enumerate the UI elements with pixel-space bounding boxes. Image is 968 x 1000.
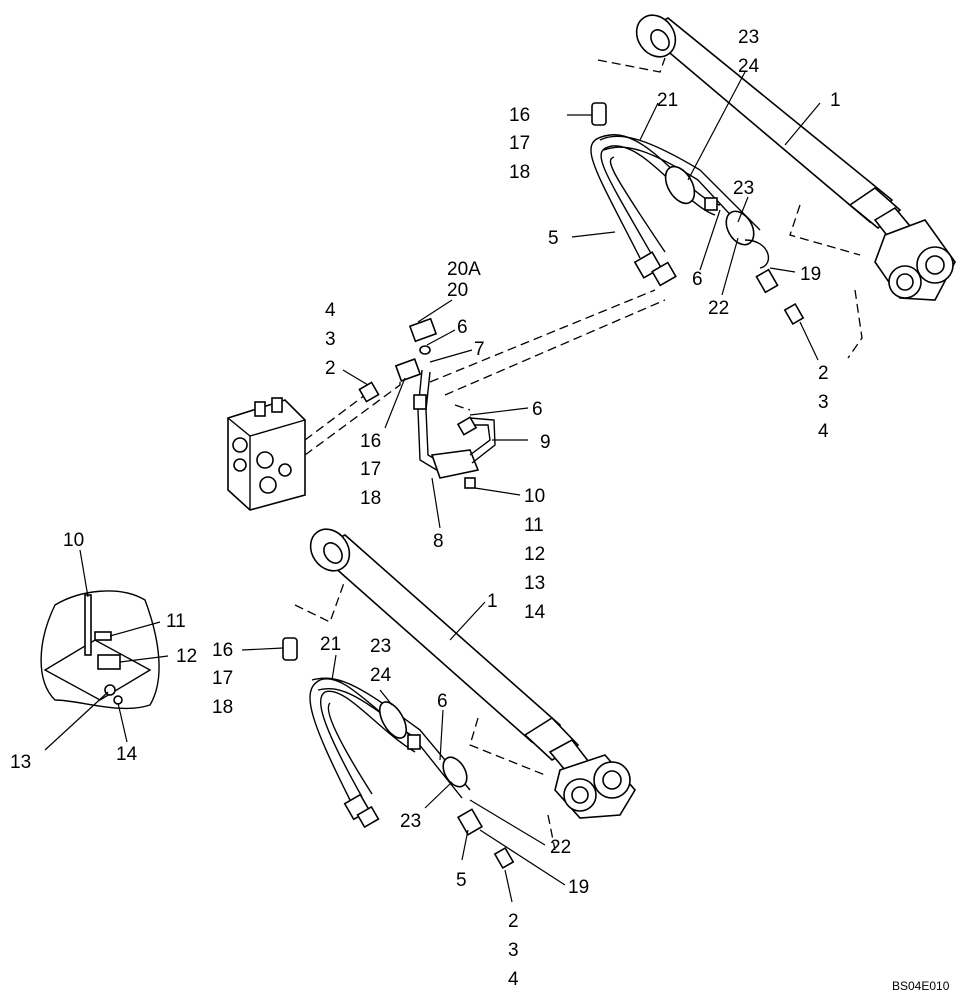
callout-22: 22 — [550, 837, 571, 858]
lower-clamp-23 — [442, 756, 468, 788]
callout-24: 24 — [370, 665, 392, 686]
callout-2: 2 — [508, 911, 519, 932]
callout-18: 18 — [212, 697, 233, 718]
mounting-rod-10 — [84, 594, 92, 656]
callout-17: 17 — [212, 668, 233, 689]
callout-18: 18 — [360, 488, 381, 509]
mid-elbow-20 — [408, 317, 438, 343]
callout-10: 10 — [63, 530, 84, 551]
callout-23: 23 — [738, 27, 759, 48]
callout-4: 4 — [818, 421, 829, 442]
lower-clamp-24 — [378, 701, 408, 739]
upper-fitting-2 — [783, 302, 805, 326]
mounting-detail — [40, 549, 169, 751]
mid-oring-6 — [419, 345, 431, 355]
mid-manifold-block — [430, 449, 480, 479]
callout-16: 16 — [212, 640, 233, 661]
callout-17: 17 — [509, 133, 530, 154]
callout-6: 6 — [692, 269, 703, 290]
callout-19: 19 — [568, 877, 589, 898]
callout-23: 23 — [733, 178, 754, 199]
callout-6: 6 — [437, 691, 448, 712]
upper-tube-21 — [599, 135, 761, 231]
callout-14: 14 — [524, 602, 546, 623]
mounting-plate — [43, 639, 152, 701]
callout-4: 4 — [325, 300, 336, 321]
callout-10: 10 — [524, 486, 545, 507]
callout-14: 14 — [116, 744, 138, 765]
callout-21: 21 — [320, 634, 341, 655]
upper-hose-5 — [590, 134, 721, 259]
lower-fitting-2 — [493, 846, 515, 870]
callout-6: 6 — [532, 399, 543, 420]
lower-tube-21 — [311, 677, 471, 791]
callout-19: 19 — [800, 264, 821, 285]
lower-cylinder-assembly — [241, 528, 636, 903]
callout-23: 23 — [400, 811, 421, 832]
callout-22: 22 — [708, 298, 729, 319]
mid-tube-9 — [469, 424, 491, 456]
callout-2: 2 — [818, 363, 829, 384]
mounting-detail-outline — [40, 590, 160, 710]
upper-elbow-16 — [591, 102, 607, 126]
callout-11: 11 — [524, 515, 544, 536]
callout-7: 7 — [474, 339, 485, 360]
upper-cylinder-assembly — [567, 14, 956, 361]
callout-6: 6 — [457, 317, 468, 338]
callout-1: 1 — [487, 591, 498, 612]
callout-23: 23 — [370, 636, 391, 657]
callout-1: 1 — [830, 90, 841, 111]
callout-11: 11 — [166, 611, 186, 632]
mid-elbow-16 — [394, 358, 422, 382]
callout-16: 16 — [360, 431, 381, 452]
callout-16: 16 — [509, 105, 530, 126]
callout-18: 18 — [509, 162, 530, 183]
upper-clamp-24 — [664, 165, 696, 205]
callout-13: 13 — [10, 752, 31, 773]
callout-4: 4 — [508, 969, 519, 990]
callout-17: 17 — [360, 459, 381, 480]
callout-21: 21 — [657, 90, 678, 111]
callout-20: 20 — [447, 280, 468, 301]
drawing-reference-code: BS04E010 — [892, 979, 950, 993]
callout-labels: 23 24 1 21 16 17 18 23 5 19 6 22 2 3 4 2… — [10, 27, 950, 993]
callout-13: 13 — [524, 573, 545, 594]
callout-20a: 20A — [447, 259, 481, 280]
callout-9: 9 — [540, 432, 551, 453]
mid-fitting-2 — [358, 381, 380, 403]
callout-24: 24 — [738, 56, 760, 77]
callout-5: 5 — [548, 228, 559, 249]
lower-elbow-16 — [282, 637, 298, 661]
callout-8: 8 — [433, 531, 444, 552]
mid-tube-8 — [417, 369, 441, 473]
upper-clamp-23 — [725, 210, 755, 246]
callout-3: 3 — [508, 940, 519, 961]
callout-3: 3 — [818, 392, 829, 413]
callout-5: 5 — [456, 870, 467, 891]
control-valve-assembly — [227, 289, 666, 529]
callout-12: 12 — [176, 646, 197, 667]
callout-12: 12 — [524, 544, 545, 565]
callout-2: 2 — [325, 358, 336, 379]
callout-3: 3 — [325, 329, 336, 350]
